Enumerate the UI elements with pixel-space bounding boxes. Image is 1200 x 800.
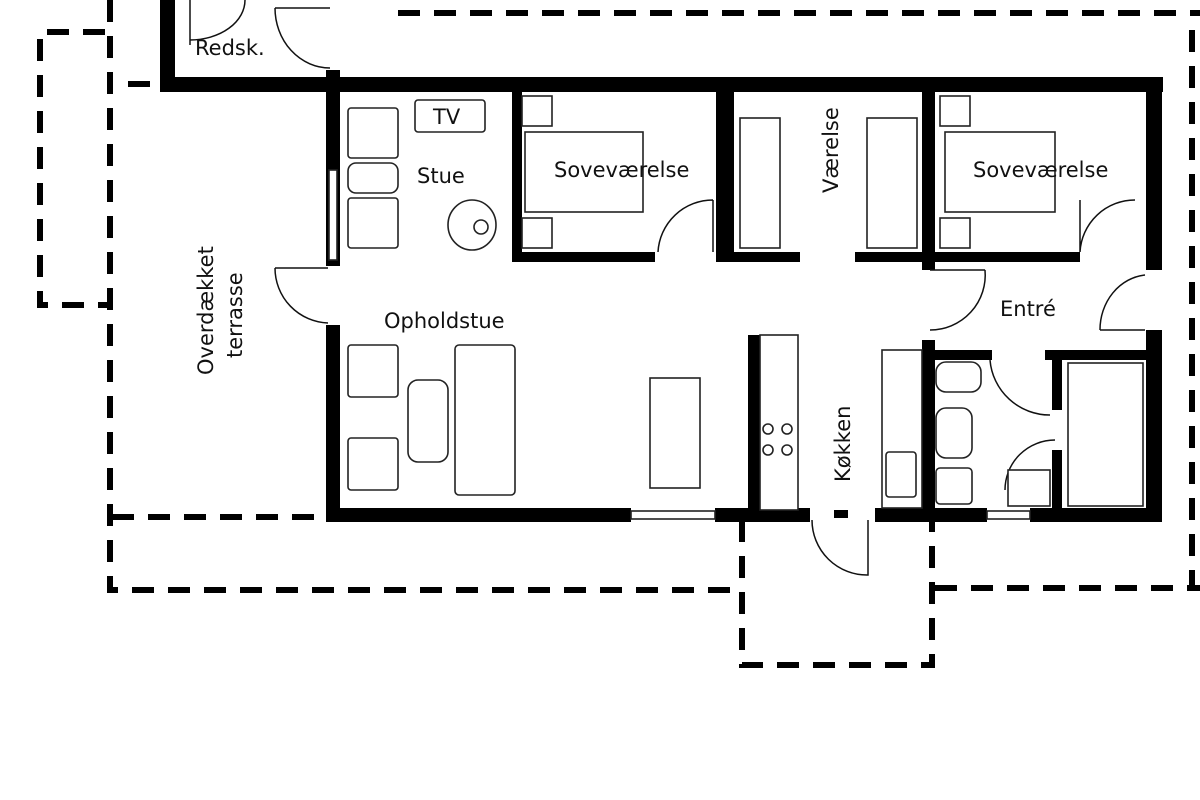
label-shed: Redsk. [195,36,265,60]
tv-unit [414,99,486,133]
single-bed [866,117,918,249]
label-room: Værelse [819,107,843,193]
sofa [454,344,516,496]
double-bed [521,217,553,249]
round-table [447,199,497,251]
basin [935,407,973,459]
doors [189,0,1146,576]
coffee-table [407,379,449,463]
utility-cabinet [1067,362,1144,507]
cabinet [1007,469,1051,507]
washing-machine [935,467,973,505]
armchair [347,344,399,398]
toilet [935,361,982,393]
label-terrace-1: Overdækket [194,246,218,375]
sink [885,451,917,498]
dashed-outlines [37,0,1200,668]
walls [160,0,1163,522]
label-tv: TV [432,105,461,129]
room-labels: Redsk. TV Stue Soveværelse Værelse Sovev… [194,36,1108,482]
ottoman [347,162,399,194]
armchair [347,197,399,249]
armchair [347,437,399,491]
armchair [347,107,399,159]
label-bedroom-1: Soveværelse [554,158,689,182]
windows [328,169,1031,520]
label-kitchen: Køkken [831,406,855,482]
label-terrace-2: terrasse [223,272,247,358]
single-bed [739,117,781,249]
label-entrance: Entré [1000,297,1056,321]
kitchen-counter [759,334,799,511]
furniture [347,95,1144,511]
dining-table [649,377,701,489]
label-living: Opholdstue [384,309,505,333]
label-bedroom-2: Soveværelse [973,158,1108,182]
label-stue: Stue [417,164,465,188]
double-bed [939,217,971,249]
